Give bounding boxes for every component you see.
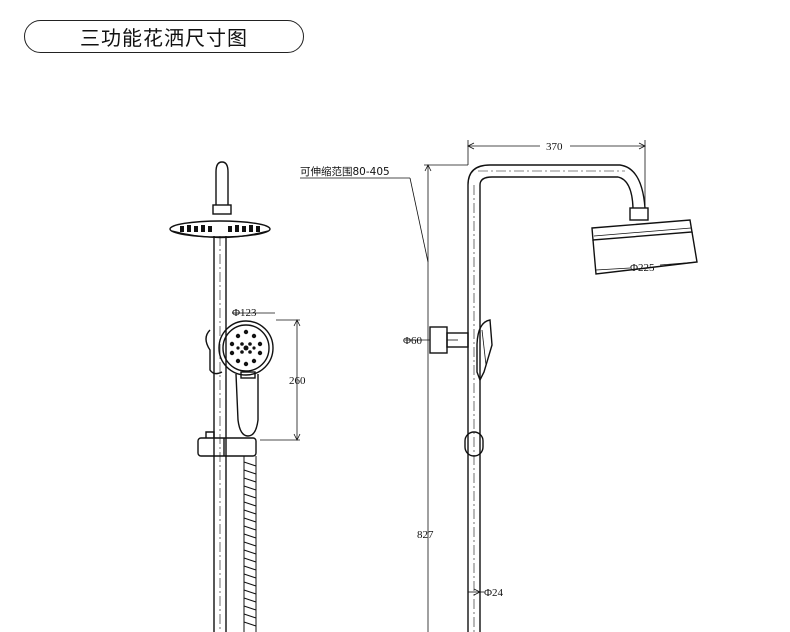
dimension-label-top-arm-width: 370 [546, 141, 563, 153]
dimension-label-handheld-diameter: Φ123 [232, 307, 257, 319]
side-view [429, 164, 698, 632]
dimension-label-handheld-length: 260 [289, 375, 306, 387]
dimension-label-total-height: 827 [417, 529, 434, 541]
front-view [169, 161, 274, 632]
side-view-dimensions [300, 140, 698, 632]
dimension-label-pipe-diameter: Φ24 [484, 587, 504, 599]
diagram-title: 三功能花洒尺寸图 [24, 20, 304, 53]
dimension-label-adjust-range: 可伸缩范围80-405 [300, 165, 390, 178]
front-view-dimensions [232, 312, 301, 441]
dimension-label-overhead-diameter: Φ225 [630, 262, 655, 274]
dimension-label-holder-diameter: Φ60 [403, 335, 423, 347]
